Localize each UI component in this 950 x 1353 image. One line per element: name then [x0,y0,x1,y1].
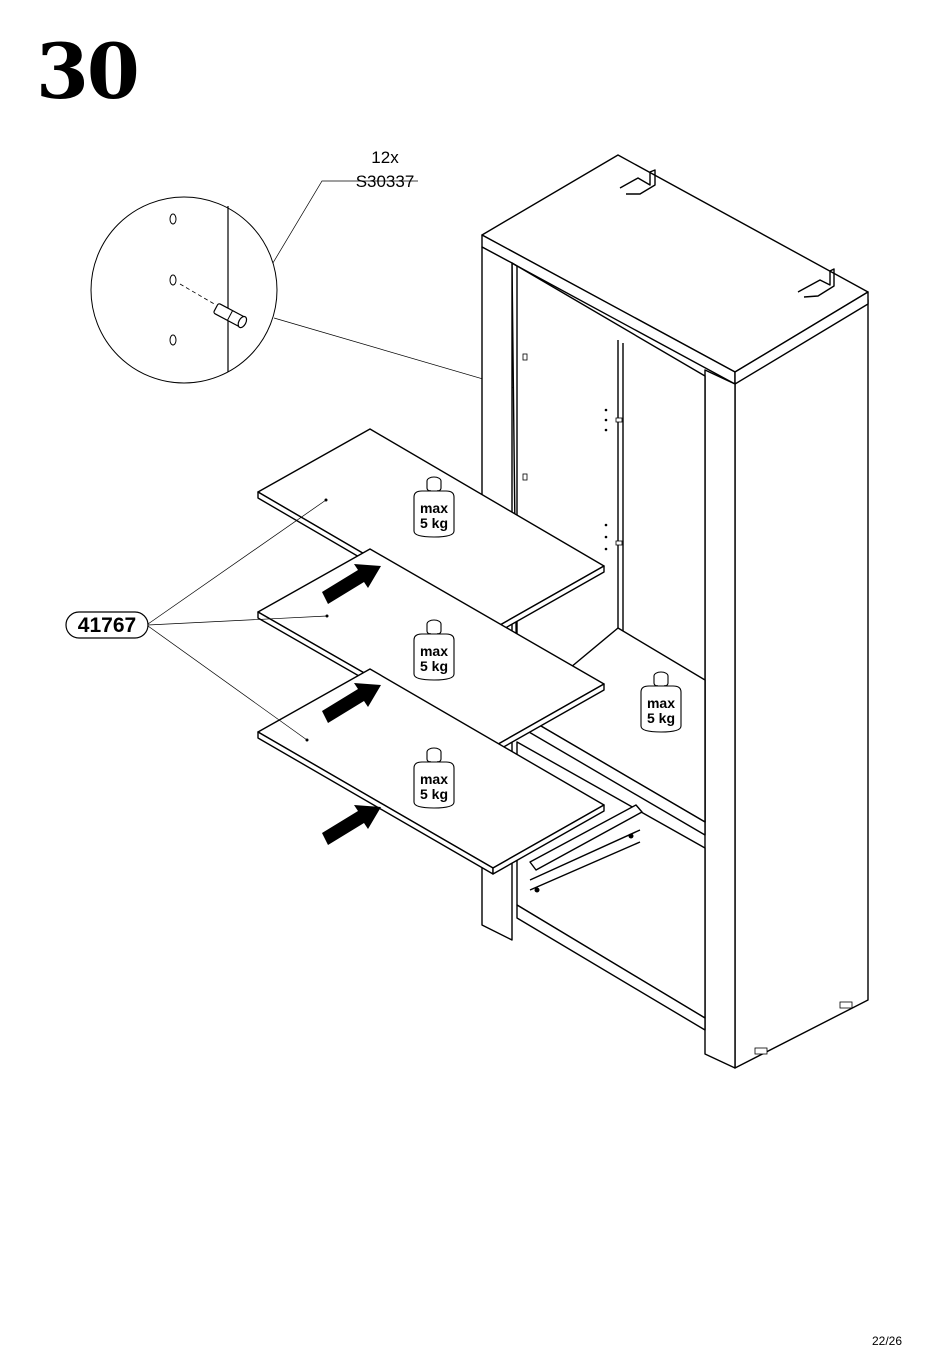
weight-icon: max 5 kg [640,671,682,733]
insert-arrow-icon [322,564,381,604]
shelf-pin-detail-icon [90,196,278,384]
insert-arrow-icon [322,683,381,723]
weight-label-value: 5 kg [647,710,675,726]
weight-icon: max 5 kg [413,619,455,681]
weight-label-max: max [420,643,448,659]
weight-label-max: max [647,695,675,711]
insert-arrow-icon [322,805,381,845]
weight-label-max: max [420,500,448,516]
hardware-code: S30337 [356,172,415,191]
cabinet [481,154,869,1069]
weight-icon: max 5 kg [413,476,455,538]
part-leader-line [147,499,327,625]
step-number: 30 [36,27,140,116]
weight-label-value: 5 kg [420,658,448,674]
weight-label-value: 5 kg [420,515,448,531]
part-leader-line [147,615,328,626]
hardware-quantity: 12x [371,148,399,167]
part-leader-line [147,625,308,741]
weight-icon: max 5 kg [413,747,455,809]
page-number: 22/26 [872,1334,903,1348]
part-code: 41767 [78,614,136,637]
weight-label-value: 5 kg [420,786,448,802]
weight-label-max: max [420,771,448,787]
